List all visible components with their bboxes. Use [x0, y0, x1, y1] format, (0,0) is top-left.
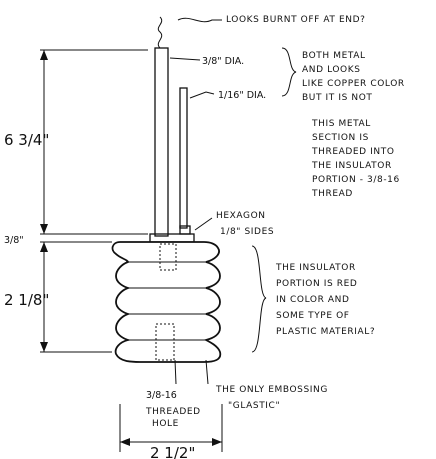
insulator-body	[111, 241, 222, 363]
svg-text:THE INSULATOR: THE INSULATOR	[311, 161, 392, 171]
svg-text:THREADED INTO: THREADED INTO	[311, 147, 395, 157]
burnt-end-note: LOOKS BURNT OFF AT END?	[226, 15, 365, 25]
svg-text:HEXAGON: HEXAGON	[216, 211, 266, 221]
insulator-height-dimension: 2 1/8"	[4, 291, 49, 309]
small-rod	[179, 87, 188, 229]
hole-note: 3/8-16 THREADED HOLE	[145, 390, 201, 429]
svg-text:BUT IT IS NOT: BUT IT IS NOT	[302, 93, 372, 103]
embossing-note: THE ONLY EMBOSSING "GLASTIC"	[215, 385, 328, 411]
upper-threaded-hole	[159, 243, 177, 271]
svg-text:LIKE COPPER COLOR: LIKE COPPER COLOR	[302, 79, 405, 89]
svg-text:PLASTIC MATERIAL?: PLASTIC MATERIAL?	[276, 327, 375, 337]
svg-text:PORTION IS RED: PORTION IS RED	[276, 279, 357, 289]
svg-text:"GLASTIC": "GLASTIC"	[228, 401, 280, 411]
large-rod-dia-label: 3/8" DIA.	[202, 56, 244, 67]
large-rod	[154, 47, 169, 237]
svg-text:HOLE: HOLE	[152, 419, 179, 429]
svg-text:THE INSULATOR: THE INSULATOR	[275, 263, 356, 273]
insulator-width-dimension: 2 1/2"	[150, 444, 195, 459]
svg-text:IN COLOR AND: IN COLOR AND	[276, 295, 350, 305]
hexagon-note: HEXAGON 1/8" SIDES	[216, 211, 274, 237]
svg-text:3/8-16: 3/8-16	[146, 390, 177, 401]
leader-lines	[169, 17, 297, 385]
small-rod-dia-label: 1/16" DIA.	[218, 90, 266, 101]
svg-text:THREADED: THREADED	[145, 407, 201, 417]
svg-text:PORTION - 3/8-16: PORTION - 3/8-16	[312, 175, 400, 185]
svg-text:THIS METAL: THIS METAL	[311, 119, 371, 129]
svg-text:THREAD: THREAD	[311, 189, 353, 199]
metal-note: BOTH METAL AND LOOKS LIKE COPPER COLOR B…	[302, 51, 405, 103]
svg-text:SECTION IS: SECTION IS	[312, 133, 369, 143]
lower-threaded-hole	[155, 323, 175, 361]
metal-rods	[154, 16, 188, 237]
rod-length-dimension: 6 3/4"	[4, 131, 49, 149]
svg-text:1/8" SIDES: 1/8" SIDES	[220, 227, 274, 237]
burnt-end-squiggle	[157, 16, 163, 49]
svg-text:THE ONLY EMBOSSING: THE ONLY EMBOSSING	[215, 385, 328, 395]
dimension-lines	[40, 49, 223, 452]
thread-note: THIS METAL SECTION IS THREADED INTO THE …	[311, 119, 400, 199]
svg-text:SOME TYPE OF: SOME TYPE OF	[276, 311, 350, 321]
hex-height-dimension: 3/8"	[4, 235, 24, 246]
svg-text:AND LOOKS: AND LOOKS	[302, 65, 361, 75]
svg-text:BOTH METAL: BOTH METAL	[302, 51, 366, 61]
insulator-note: THE INSULATOR PORTION IS RED IN COLOR AN…	[275, 263, 375, 337]
